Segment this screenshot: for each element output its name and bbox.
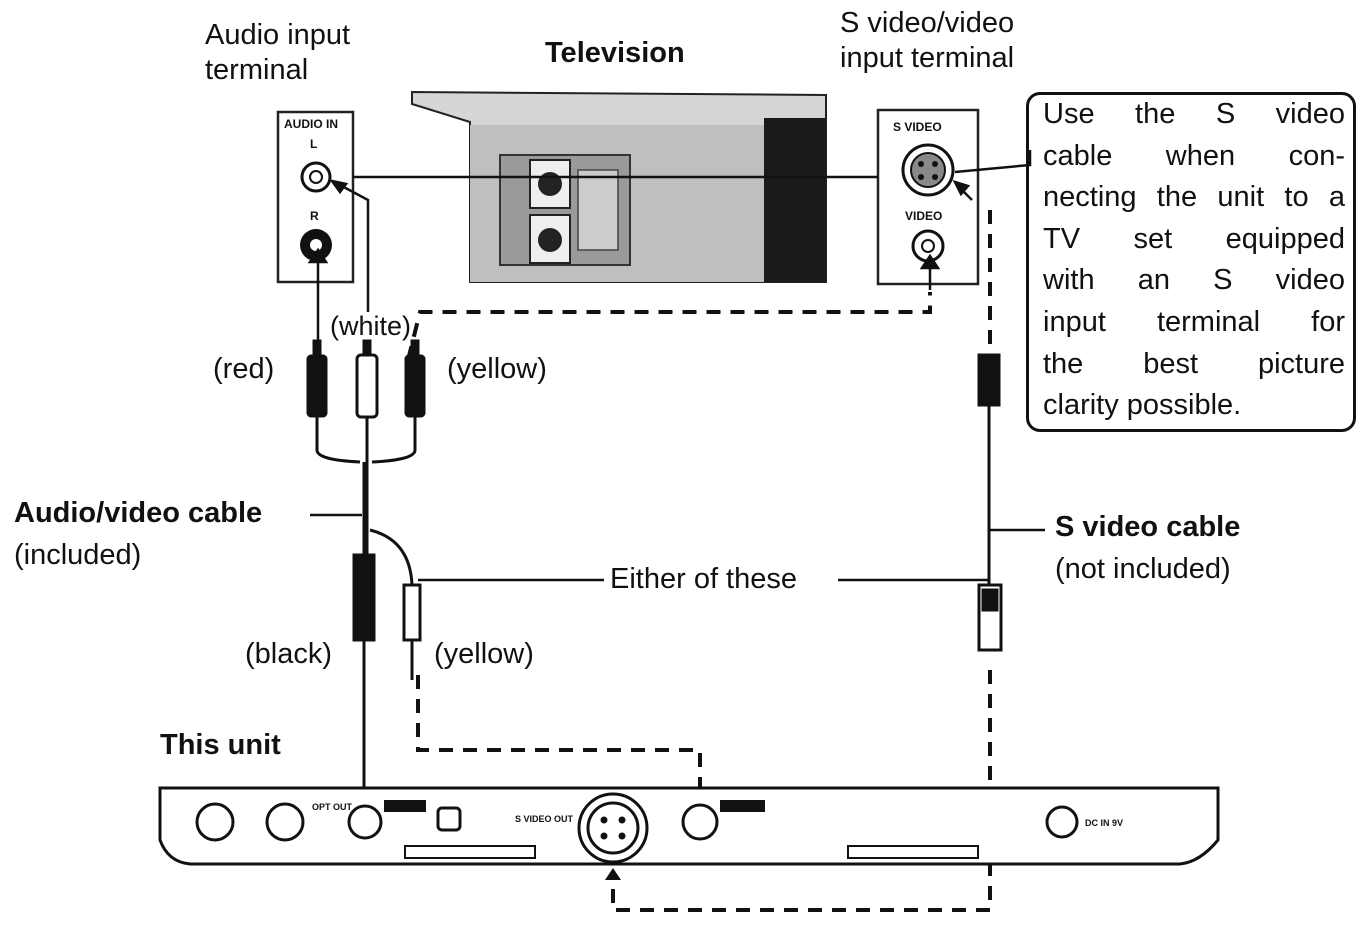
svideo-cable-label: S video cable bbox=[1055, 511, 1241, 543]
television-panel bbox=[411, 90, 827, 283]
svideo-terminal-label: S video/video input terminal bbox=[840, 7, 1015, 74]
audio-in-text: AUDIO IN bbox=[284, 117, 338, 131]
note-line: with an S video bbox=[1043, 264, 1345, 297]
dc-in-text: DC IN 9V bbox=[1085, 818, 1123, 828]
note-line: input terminal for bbox=[1043, 305, 1345, 338]
note-line: TV set equipped bbox=[1043, 222, 1345, 255]
svideo-text: S VIDEO bbox=[893, 120, 942, 134]
note-line: clarity possible. bbox=[1043, 389, 1242, 422]
black-label: (black) bbox=[245, 638, 333, 670]
red-label: (red) bbox=[213, 353, 275, 385]
svideo-not-included-label: (not included) bbox=[1055, 553, 1231, 585]
note-line: necting the unit to a bbox=[1043, 181, 1345, 214]
either-of-these-label: Either of these bbox=[610, 563, 797, 595]
video-text: VIDEO bbox=[905, 209, 942, 223]
svideo-tip-box bbox=[1026, 92, 1356, 432]
svideo-out-text: S VIDEO OUT bbox=[515, 814, 574, 824]
note-line: cable when con- bbox=[1043, 139, 1345, 172]
audio-l-text: L bbox=[310, 137, 317, 151]
av-cable-label: Audio/video cable bbox=[14, 497, 263, 529]
note-line: Use the S video bbox=[1043, 98, 1345, 130]
opt-out-text: OPT OUT bbox=[312, 802, 353, 812]
yellow-bottom-label: (yellow) bbox=[434, 638, 534, 670]
audio-r-text: R bbox=[310, 209, 319, 223]
rca-plugs bbox=[306, 339, 426, 419]
note-line: the best picture bbox=[1043, 347, 1345, 380]
unit-body: OPT OUT S VIDEO OUT DC IN 9V bbox=[158, 786, 1220, 880]
audio-input-terminal-label: Audio input terminal bbox=[205, 19, 351, 86]
svideo-input-panel: S VIDEO VIDEO bbox=[876, 108, 980, 286]
television-label: Television bbox=[545, 37, 685, 69]
av-cable-included-label: (included) bbox=[14, 539, 142, 571]
yellow-top-label: (yellow) bbox=[447, 353, 547, 385]
white-label: (white) bbox=[330, 311, 412, 341]
this-unit-label: This unit bbox=[160, 729, 281, 761]
svideo-tip-text: Use the S video cable when con- necting … bbox=[1043, 94, 1345, 427]
